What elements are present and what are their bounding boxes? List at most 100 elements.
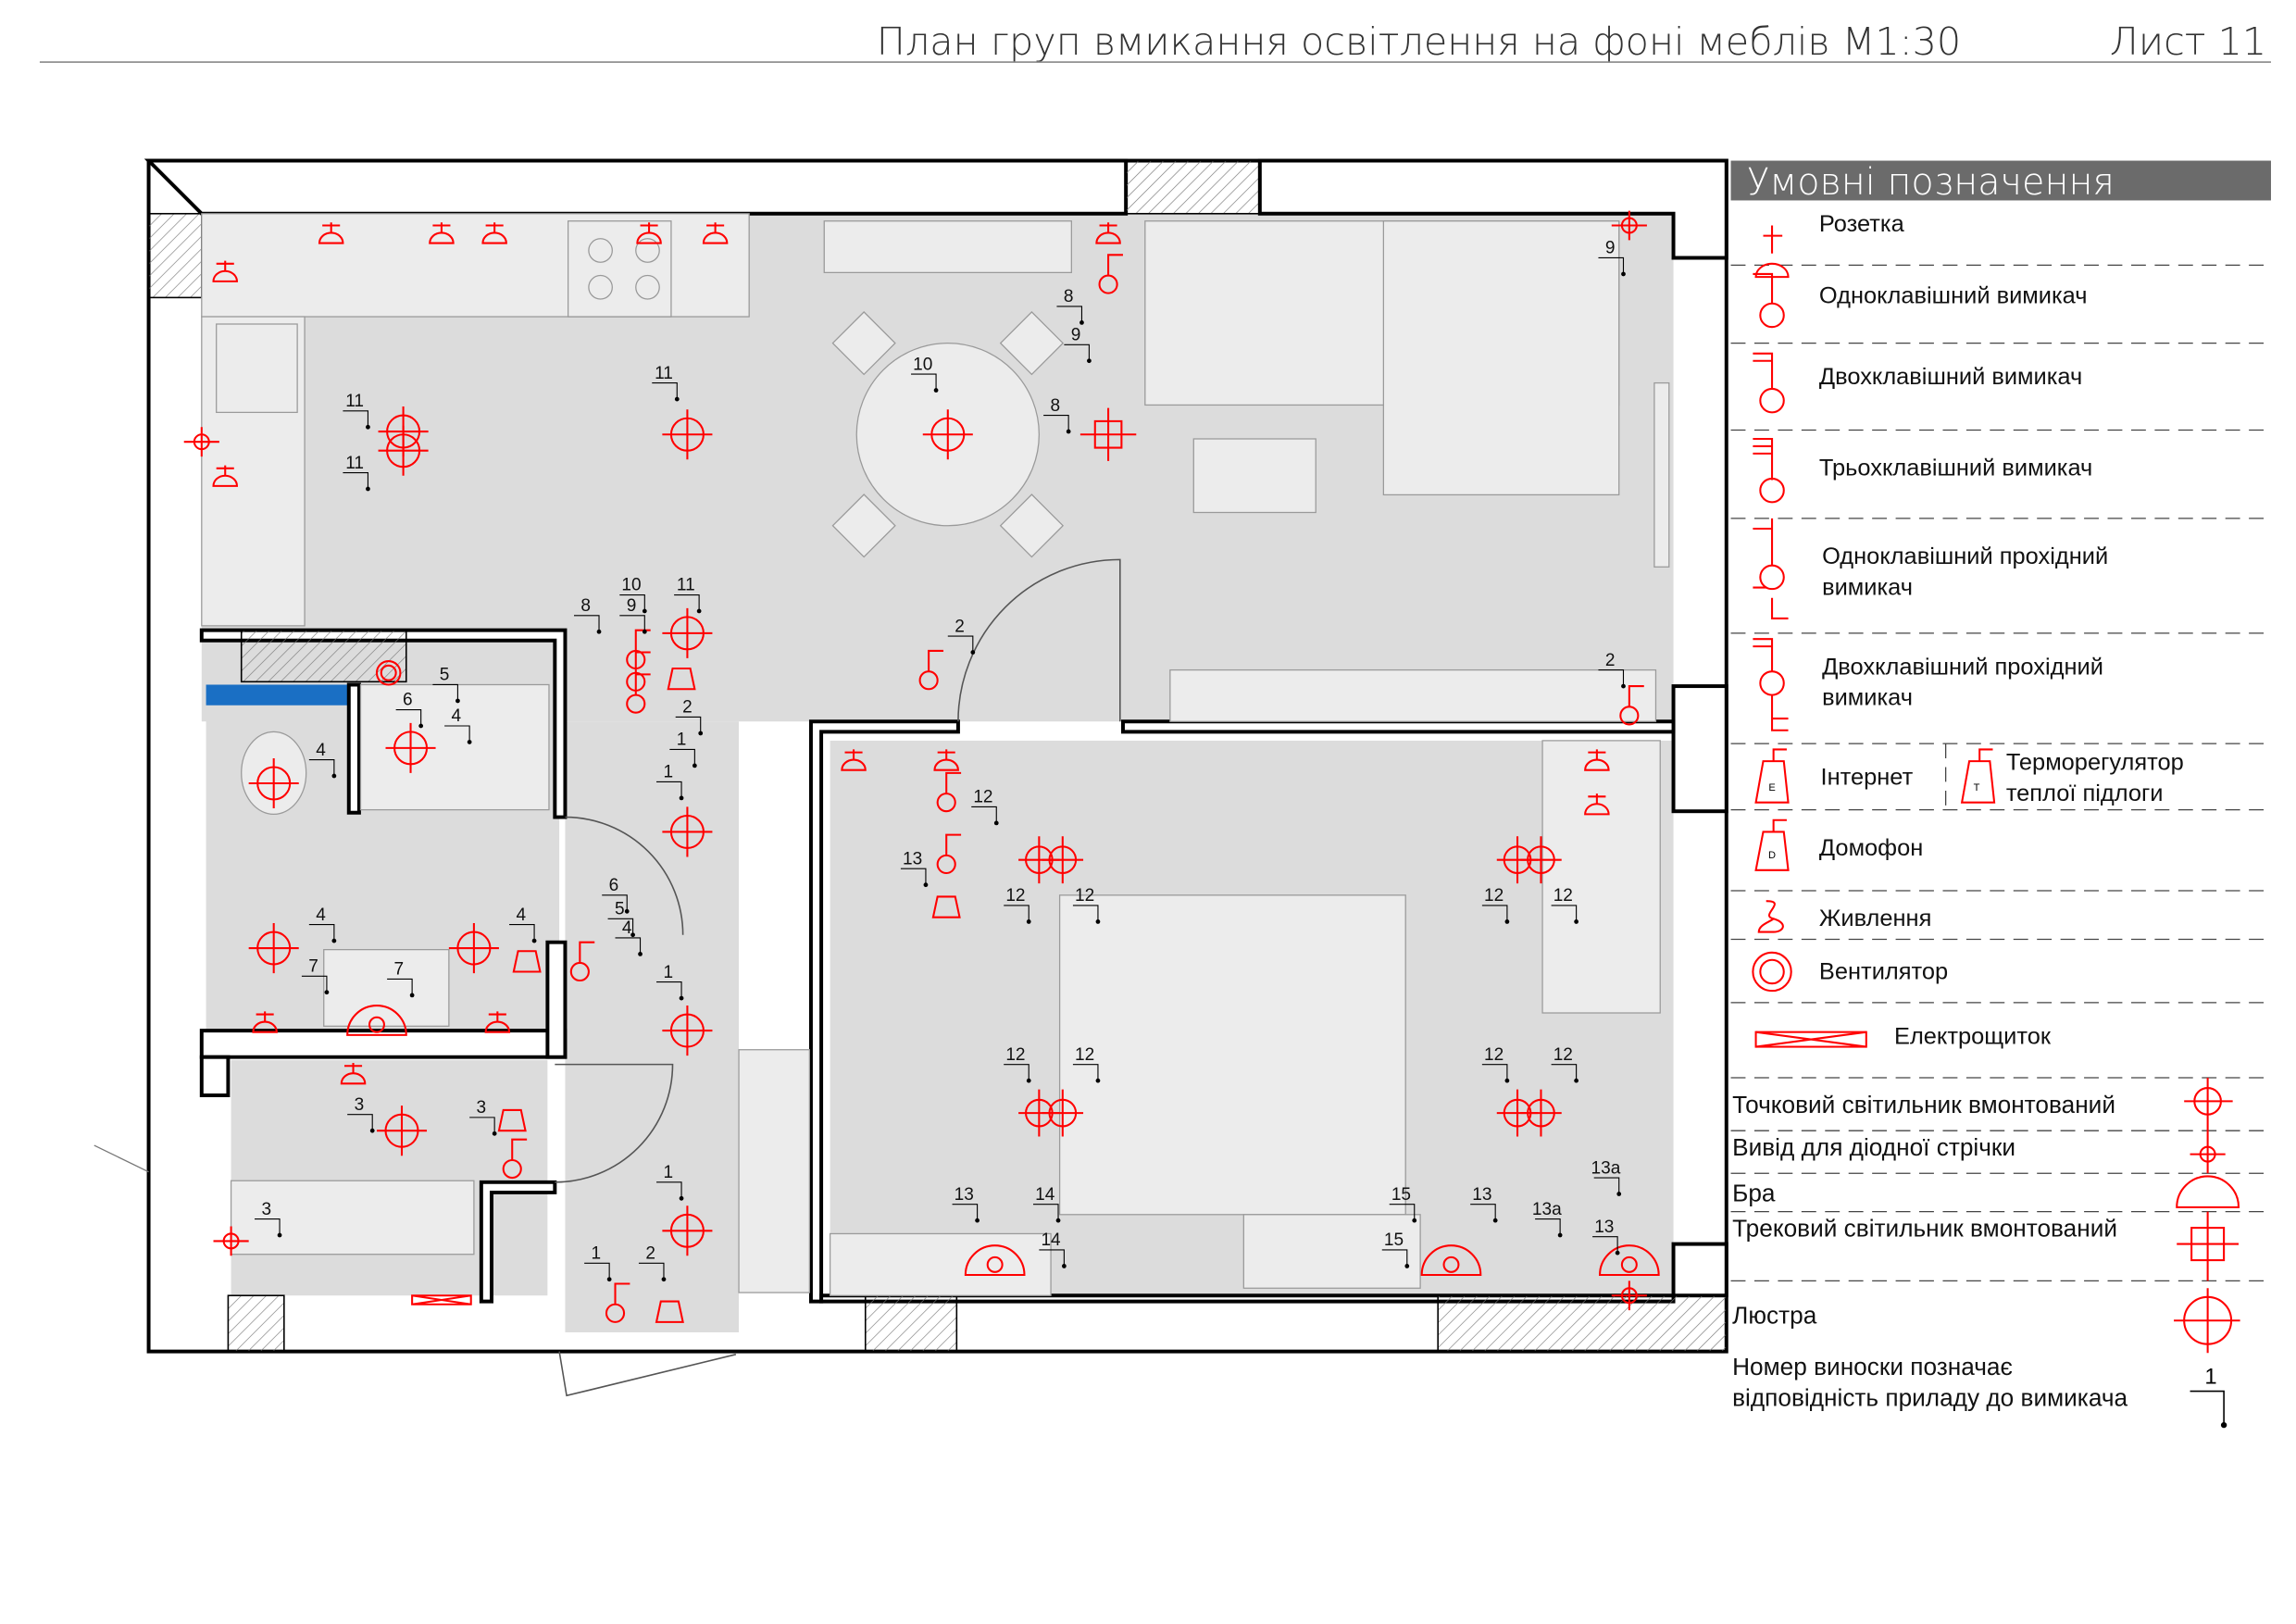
spot-light-icon (1520, 836, 1562, 884)
callout-dot (1412, 1218, 1417, 1223)
legend-socket: Розетка (1819, 211, 1905, 237)
callout-leader (1470, 1204, 1496, 1221)
legend-switch-2: Двохклавішний вимикач (1819, 364, 2082, 390)
callout-dot (1404, 1264, 1410, 1268)
legend-track: Трековий світильник вмонтований (1732, 1215, 2117, 1243)
callout-number: 1 (663, 963, 673, 982)
entrance-pointer (94, 1144, 149, 1173)
legend-led: Вивід для діодної стрічки (1732, 1133, 2015, 1161)
callout-dot (324, 990, 330, 995)
led-strip-outlet-icon (213, 1226, 249, 1256)
chandelier-icon (662, 806, 713, 857)
callout-leader (1535, 1218, 1561, 1236)
callout-leader (301, 975, 328, 993)
callout-number: 3 (477, 1098, 487, 1118)
callout-leader (1592, 1236, 1618, 1254)
callout-leader (675, 716, 702, 733)
chair (831, 493, 896, 558)
callout-number: 2 (1605, 651, 1616, 670)
callout-leader (1593, 1177, 1620, 1194)
callout-number: 6 (609, 876, 619, 895)
callout-leader (900, 868, 927, 885)
callout-dot (1066, 429, 1071, 434)
radiator (1653, 381, 1670, 568)
callout-dot (1557, 1232, 1563, 1238)
thermostat-icon (497, 1108, 527, 1132)
spot-light-icon (1520, 1089, 1562, 1137)
sconce-icon (346, 1005, 407, 1036)
living-door (957, 558, 1121, 722)
callout-dot (1621, 683, 1626, 689)
callout-number: 14 (1035, 1185, 1055, 1205)
socket-icon (933, 749, 959, 771)
callout-leader (1551, 905, 1578, 922)
callout-number: 5 (440, 666, 450, 685)
callout-number: 1 (592, 1243, 602, 1263)
legend-pass-switch-2-line2: вимикач (1822, 685, 1913, 711)
callout-leader (469, 1117, 495, 1134)
socket-icon (212, 260, 238, 282)
chandelier-icon (378, 425, 429, 476)
legend-power: Живлення (1819, 906, 1931, 931)
callout-leader (1598, 669, 1625, 687)
callout-dot (492, 1131, 497, 1136)
callout-number: 8 (1064, 287, 1074, 306)
callout-number: 4 (316, 741, 326, 760)
chandelier-icon (662, 1006, 713, 1056)
led-strip-outlet-icon (1611, 1280, 1647, 1311)
spot-light-icon (1042, 1089, 1084, 1137)
sheet-header: План груп вмикання освітлення на фоні ме… (39, 19, 2271, 64)
chandelier-icon (922, 409, 973, 460)
callout-dot (1095, 919, 1101, 924)
callout-number: 2 (955, 617, 965, 636)
legend-sconce: Бра (1732, 1179, 1776, 1206)
callout-number: 3 (261, 1200, 271, 1219)
track-light-icon (2177, 1211, 2239, 1281)
callout-number: 4 (316, 906, 326, 925)
callout-leader (255, 1218, 281, 1236)
chandelier-icon (662, 1206, 713, 1256)
callout-dot (638, 952, 643, 956)
sconce-icon (1599, 1244, 1660, 1277)
callout-leader (1004, 1064, 1029, 1081)
callout-dot (642, 629, 647, 634)
legend-thermostat-line2: теплої підлоги (2006, 781, 2164, 806)
callout-number: 13 (1594, 1218, 1614, 1237)
sconce-icon (2176, 1175, 2240, 1208)
callout-leader (1039, 1249, 1065, 1267)
switch-icon (1098, 254, 1123, 294)
callout-dot (606, 1277, 612, 1282)
thermostat-icon (1960, 748, 1996, 804)
switch-three-key-icon (1753, 437, 1785, 504)
callout-dot (418, 723, 424, 729)
desk (1541, 740, 1661, 1014)
callout-dot (409, 993, 415, 998)
callout-leader (387, 978, 413, 995)
socket-icon (1754, 225, 1790, 279)
hob (568, 220, 672, 318)
callout-dot (1055, 1218, 1061, 1223)
callout-number: 7 (394, 960, 405, 980)
socket-icon (340, 1063, 367, 1085)
callout-leader (1033, 1204, 1059, 1221)
switch-two-key-icon (1753, 352, 1785, 414)
callout-dot (277, 1232, 282, 1238)
callout-number: 12 (973, 788, 992, 807)
callout-dot (1026, 1078, 1031, 1083)
callout-number: 2 (682, 698, 693, 718)
socket-icon (318, 222, 344, 244)
legend-pass-switch-1-line1: Одноклавішний прохідний (1822, 543, 2108, 569)
bath-partition-accent (206, 684, 359, 706)
callout-number: 13а (1532, 1200, 1562, 1219)
callout-number: 6 (403, 691, 413, 710)
track-light-icon (1079, 407, 1137, 461)
callout-dot (366, 424, 370, 430)
switch-icon (1619, 685, 1644, 726)
socket-icon (1095, 222, 1121, 244)
entrance-door (558, 1351, 737, 1397)
internet-socket-icon (1754, 748, 1790, 804)
callout-number: 10 (621, 576, 641, 595)
callout-leader (1481, 905, 1508, 922)
callout-example-number: 1 (2204, 1365, 2216, 1390)
led-strip-outlet-icon (1611, 210, 1647, 241)
